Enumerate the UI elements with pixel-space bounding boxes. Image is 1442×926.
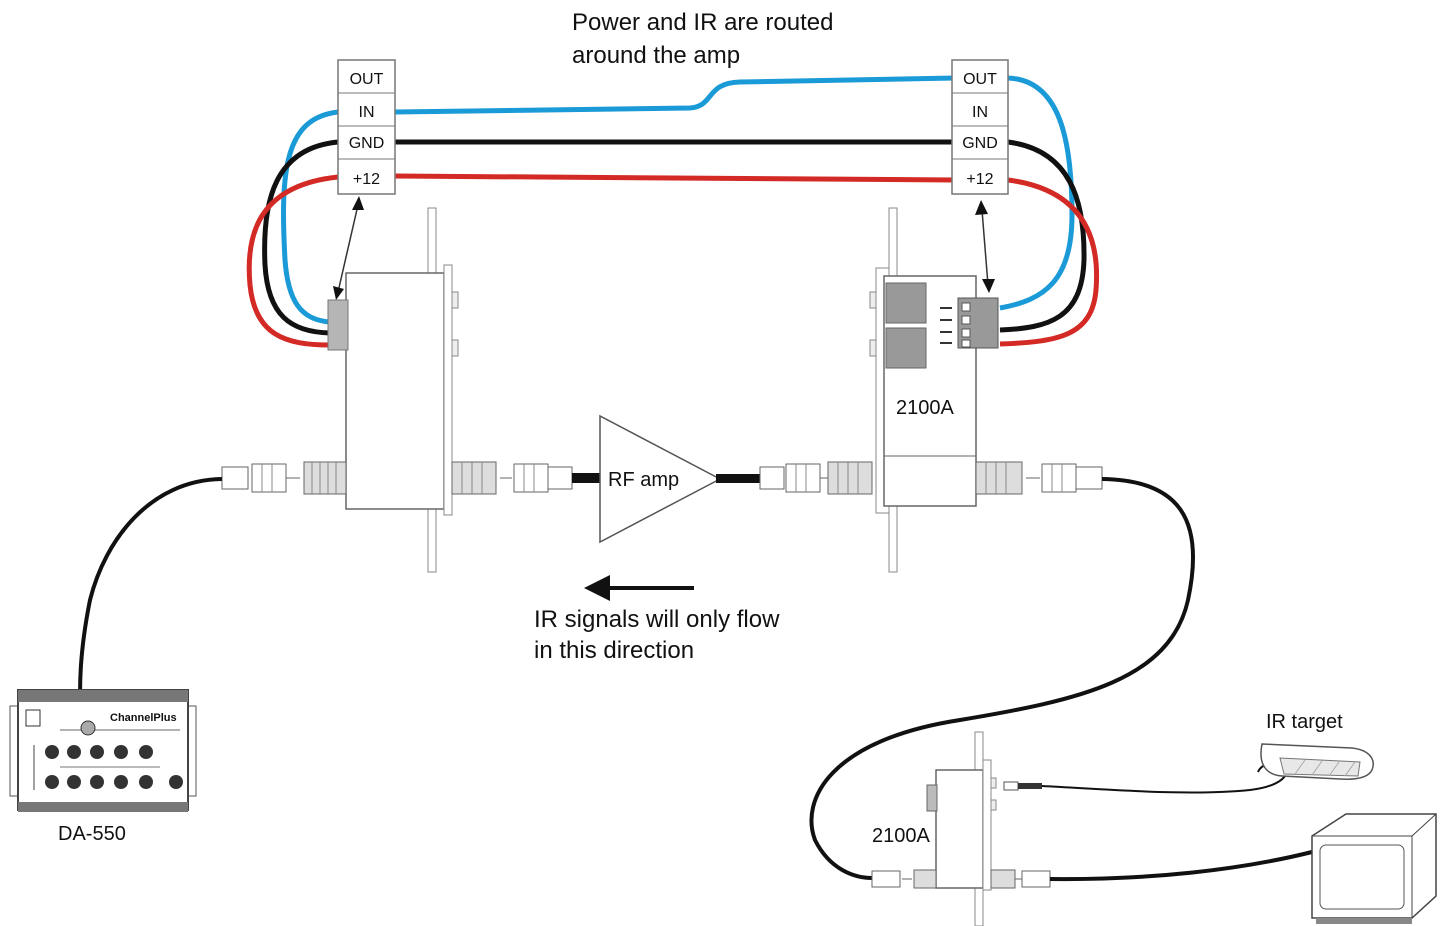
tv-monitor <box>1311 813 1437 924</box>
ir-note-line-1: IR signals will only flow <box>534 606 780 633</box>
da550-cable-plug <box>80 720 96 736</box>
device-2100a-label-top: 2100A <box>896 397 954 419</box>
terminal-block-right: OUT IN GND +12 <box>951 59 1009 195</box>
terminal-right-in: IN <box>972 104 988 121</box>
right-device-output-connector <box>975 461 1103 495</box>
plus12-wire-left-loop <box>246 174 339 348</box>
terminal-left-plus12: +12 <box>353 171 380 188</box>
caption-line-2: around the amp <box>572 42 740 69</box>
gnd-wire-left-loop <box>262 139 339 336</box>
left-output-connector <box>451 461 573 495</box>
terminal-left-gnd: GND <box>349 135 385 152</box>
leader-arrow-left <box>333 196 364 300</box>
ir-note-line-2: in this direction <box>534 637 694 664</box>
left-device-terminal-plug <box>327 299 349 351</box>
ir-target-device <box>1260 743 1374 780</box>
terminal-left-out: OUT <box>350 71 384 88</box>
caption-line-1: Power and IR are routed <box>572 9 833 36</box>
terminal-left-in: IN <box>359 104 375 121</box>
left-input-connector <box>221 461 347 495</box>
da550-distribution-amp: ChannelPlus <box>9 689 197 812</box>
plus12-wire-right-loop <box>999 177 1100 347</box>
in-wire <box>394 75 956 115</box>
da550-brand: ChannelPlus <box>110 712 177 724</box>
terminal-right-plus12: +12 <box>966 171 993 188</box>
terminal-block-left: OUT IN GND +12 <box>337 59 396 195</box>
in-wire-left-loop <box>281 109 339 325</box>
right-wallplate-device: 2100A <box>759 207 1103 573</box>
device-2100a-label-bottom: 2100A <box>872 825 930 847</box>
right-device-input-connector <box>759 461 873 495</box>
plus12-wire <box>394 173 956 183</box>
terminal-right-out: OUT <box>963 71 997 88</box>
ir-emitter-wire <box>1041 762 1287 794</box>
coax-to-da550 <box>78 477 223 731</box>
coax-to-bottom-device <box>809 477 1196 880</box>
bottom-wallplate-device <box>871 731 1051 926</box>
coax-to-tv <box>1049 850 1313 882</box>
left-wallplate-device <box>221 207 573 573</box>
ir-target-label: IR target <box>1266 711 1343 733</box>
rf-amp-label: RF amp <box>608 469 679 491</box>
gnd-wire-right-loop <box>999 139 1087 333</box>
terminal-right-gnd: GND <box>962 135 998 152</box>
rf-amp: RF amp <box>572 414 760 544</box>
da550-ports <box>45 745 183 789</box>
leader-arrow-right <box>975 200 995 293</box>
da550-label: DA-550 <box>58 823 126 845</box>
in-wire-right-loop <box>999 75 1075 311</box>
ir-flow-arrow <box>584 575 694 601</box>
